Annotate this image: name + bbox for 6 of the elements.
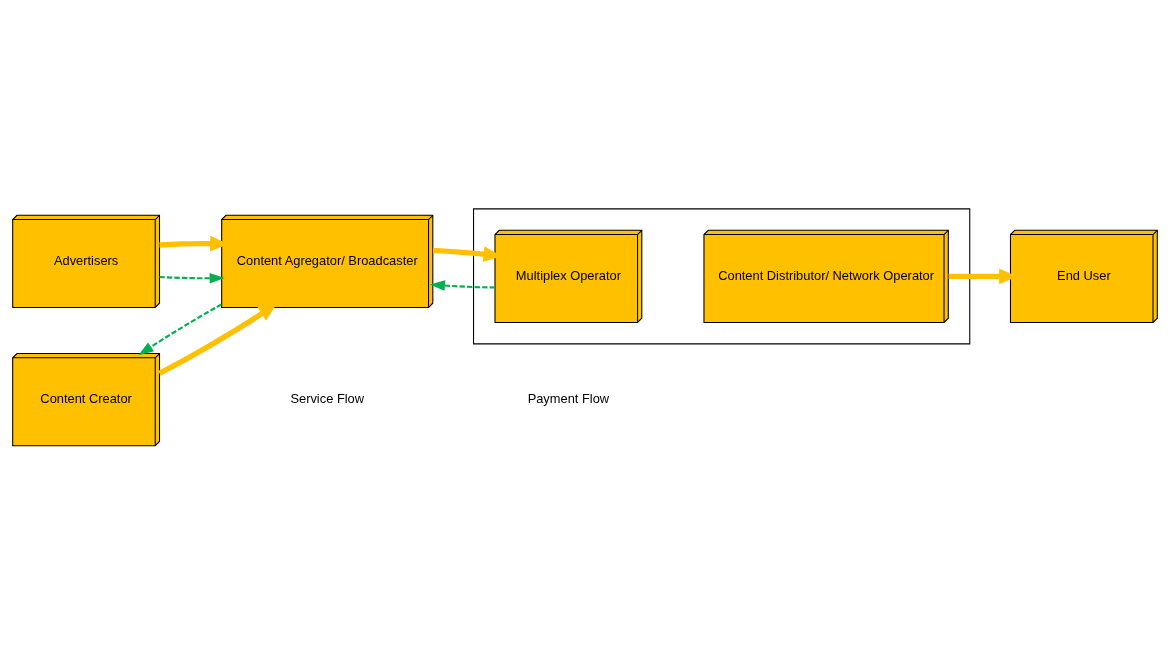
- cluster: [473, 207, 971, 344]
- arrow: [159, 272, 225, 283]
- arrow: [138, 302, 223, 355]
- legend-label: Service Flow: [290, 390, 365, 406]
- legend-label: Payment Flow: [527, 390, 610, 406]
- arrow: [429, 279, 495, 291]
